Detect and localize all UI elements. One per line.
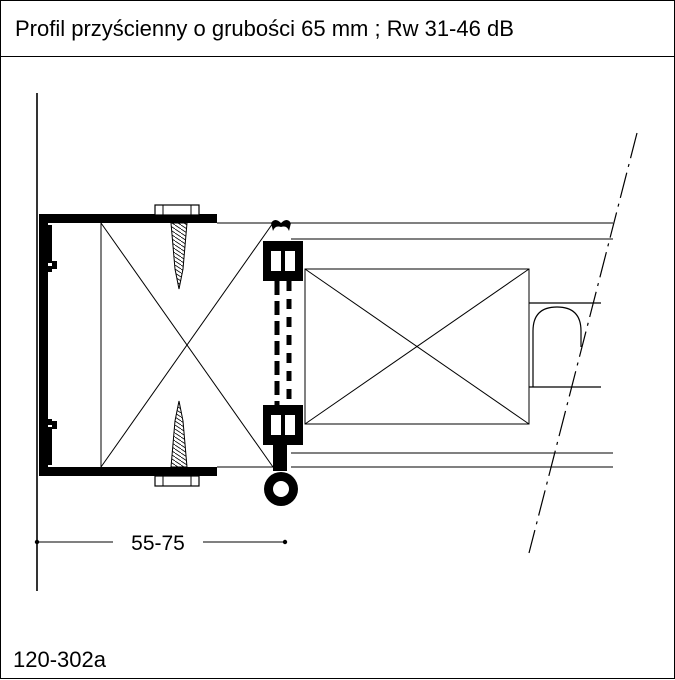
coupling-profile — [263, 220, 303, 506]
dimension-label: 55-75 — [131, 532, 185, 555]
end-profile — [529, 302, 601, 388]
left-infill — [100, 222, 274, 468]
panel-faces — [291, 222, 613, 468]
drawing-title: Profil przyścienny o grubości 65 mm ; Rw… — [1, 1, 674, 57]
top-screw — [154, 204, 200, 290]
wall-profile — [39, 214, 217, 476]
dimension-55-75: 55-75 — [34, 532, 288, 555]
drawing-code: 120-302a — [13, 647, 106, 672]
right-infill — [304, 268, 530, 425]
break-line — [528, 132, 638, 554]
bottom-screw — [154, 400, 200, 487]
